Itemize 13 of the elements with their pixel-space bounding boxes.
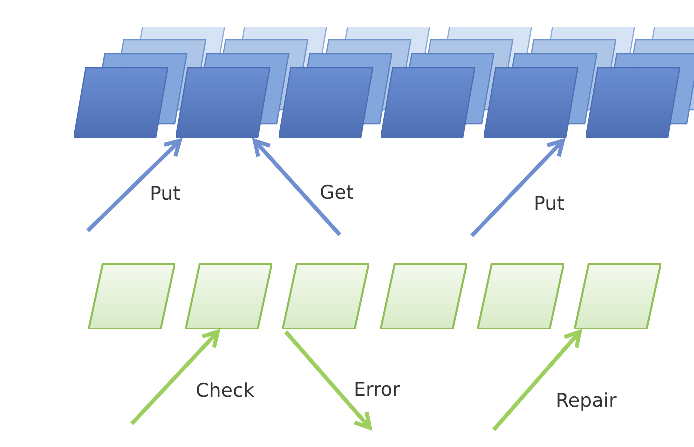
arrow — [470, 139, 565, 238]
parallelogram-box — [574, 263, 661, 329]
arrow — [130, 330, 220, 426]
parallelogram-box — [477, 263, 564, 329]
arrow — [253, 139, 342, 236]
parallelogram-box — [185, 263, 272, 329]
arrow — [284, 330, 372, 430]
parallelogram-box — [282, 263, 369, 329]
arrow — [492, 330, 582, 432]
parallelogram-box — [88, 263, 175, 329]
stacked-sheets — [586, 27, 694, 138]
arrow — [86, 139, 182, 232]
parallelogram-box — [380, 263, 467, 329]
